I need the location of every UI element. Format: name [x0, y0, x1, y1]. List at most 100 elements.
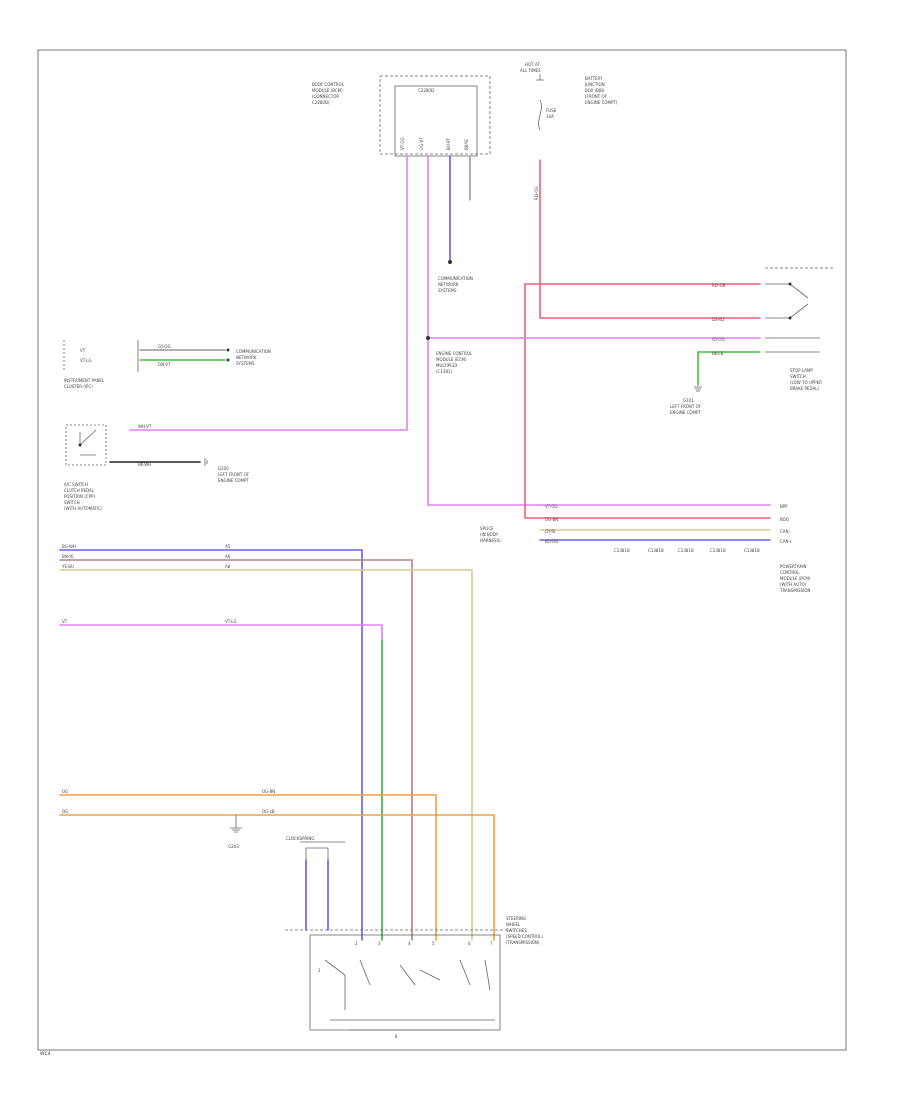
steering-label-1: STEERING [506, 916, 526, 921]
bus-label-1: VT-OG [545, 504, 558, 509]
steer-pin-4: 4 [408, 941, 411, 946]
top-module: BODY CONTROL MODULE (BCM) (CONNECTOR C22… [312, 75, 491, 157]
pcm-label-3: MODULE (PCM) [780, 576, 811, 581]
ac-switch: WH-VT BK-WH G200 LEFT FRONT OF ENGINE CO… [64, 424, 250, 511]
right-ground: G101 LEFT FRONT OF ENGINE COMPT [670, 386, 702, 415]
stop-lamp-label-4: BRAKE PEDAL) [790, 386, 819, 391]
fuse-wire-label: RD-OG [534, 186, 539, 200]
right-ground-label-3: ENGINE COMPT [670, 410, 701, 415]
cluster-module-3: SYSTEMS [236, 361, 255, 366]
wire-tan-left [59, 569, 473, 941]
fuse-label-2: 10A [546, 114, 554, 119]
left-wire-3: YE-BU [61, 564, 74, 569]
steer-pin-6: 6 [468, 941, 471, 946]
right-wire-4: GY-OG [712, 337, 725, 342]
lower-wire-1b: OG-BN [262, 789, 275, 794]
splice-mid-2: (IN BODY [480, 532, 499, 537]
bcm-pin-3: BU-VT [446, 137, 451, 150]
cluster-pin-1: VT [80, 348, 86, 353]
bjb-label-4: (FRONT OF [585, 94, 608, 99]
switch-label-2: CLUTCH PEDAL [64, 488, 95, 493]
wire-brown-left [59, 559, 413, 941]
bus-label-3: GY-YE [545, 529, 556, 534]
clockspring-label: CLOCKSPRING [286, 836, 314, 841]
bjb-label-1: BATTERY [585, 76, 603, 81]
steering-label-5: (TRANSMISSION) [506, 940, 540, 945]
wire-red-fuse [539, 159, 761, 319]
lower-wire-2b: OG-LB [262, 809, 275, 814]
left-mid-1: VT [62, 619, 68, 624]
cluster-pin-2: VT-LG [80, 358, 92, 363]
bus-pin-5: C1381B [744, 548, 760, 553]
wire-blue-left [59, 549, 363, 941]
steer-pin-5: 5 [432, 941, 435, 946]
bjb-label-5: ENGINE COMPT) [585, 100, 618, 105]
fuse-symbol [538, 99, 542, 131]
cluster-wire-1: GY-OG [158, 344, 171, 349]
steer-pin-3: 3 [378, 941, 381, 946]
top-module-label-3: (CONNECTOR [312, 94, 339, 99]
splice-dot-mid [426, 336, 430, 340]
bus-right-2: BOO [780, 517, 789, 522]
wire-violet-bcm-1 [129, 155, 408, 431]
ecm-label-2: MODULE (ECM) [436, 357, 467, 362]
bcm-pin-2: OG-VT [419, 137, 424, 150]
wire-violet-bcm-2 [427, 155, 541, 506]
pcm-label-4: (WITH AUTO) [780, 582, 807, 587]
clockspring: CLOCKSPRING [286, 836, 345, 931]
bus-pin-2: C1381B [648, 548, 664, 553]
cluster-wire-2: GN-VT [158, 362, 171, 367]
switch-wire-2: BK-WH [138, 462, 151, 467]
steer-pin-1: 1 [318, 968, 321, 973]
wire-orange-2 [59, 814, 495, 941]
ground-note-1: G200 [218, 466, 229, 471]
bjb-label-2: JUNCTION [584, 82, 605, 87]
splice-dot-top [448, 260, 452, 264]
bus-wire-2 [524, 504, 771, 519]
left-wire-1: BU-WH [62, 544, 76, 549]
hot-label-1: HOT AT [525, 62, 540, 67]
bus-right-3: CAN- [780, 529, 791, 534]
left-wire-2: BN-YE [62, 554, 74, 559]
splice-mid-1: SPLICE [480, 526, 494, 531]
bus-label-2: OG-BN [545, 517, 558, 522]
wire-red-top [524, 283, 761, 506]
lower-wires: OG OG-BN OG OG-LB G203 [59, 789, 495, 941]
fuse-label-1: FUSE [546, 108, 557, 113]
lower-wire-1a: OG [62, 789, 68, 794]
ecm-label-1: ENGINE CONTROL [436, 351, 473, 356]
bcm-pin-4: BK-YE [464, 139, 469, 150]
top-module-connector: C2280D [418, 88, 434, 93]
bus-label-4: BU-OG [545, 539, 558, 544]
bus-pin-4: C1381B [710, 548, 726, 553]
right-wire-3: BK-LB [712, 351, 724, 356]
right-ground-label-1: G101 [683, 398, 694, 403]
pcm-label-5: TRANSMISSION [779, 588, 810, 593]
splice-top-label-1: COMMUNICATION [438, 276, 473, 281]
ecm-label-4: (C1381) [436, 369, 453, 374]
stop-lamp-label-1: STOP LAMP [790, 368, 813, 373]
diagram-code-label: WC4 [40, 1051, 51, 1057]
pcm-bus: VT-OG OG-BN GY-YE BU-OG BPP BOO CAN- CAN… [480, 504, 811, 593]
left-mid-2: VT-LG [225, 619, 237, 624]
right-ground-label-2: LEFT FRONT OF [670, 404, 702, 409]
ground-symbol-bottom [230, 815, 242, 833]
top-module-label-4: C2280D) [312, 100, 330, 105]
switch-wire-1: WH-VT [138, 424, 152, 429]
splice-mid-3: HARNESS) [480, 538, 501, 543]
wire-violet-left [59, 624, 383, 941]
steering-label-3: SWITCHES [506, 928, 527, 933]
ground-bottom-label: G203 [228, 844, 239, 849]
stop-lamp-switch: RD-GN LB-RD GY-OG BK-LB STOP LAMP SWITCH… [712, 267, 835, 391]
battery-junction-box: HOT AT ALL TIMES BATTERY JUNCTION BOX (B… [520, 62, 618, 200]
ground-note-2: LEFT FRONT OF [218, 472, 250, 477]
steering-switch: 1 2 3 4 5 6 7 8 STEERING WHEEL SWITCHES … [285, 916, 543, 1039]
cluster-label-1: INSTRUMENT PANEL [64, 378, 105, 383]
top-module-label-1: BODY CONTROL [312, 82, 345, 87]
bcm-pin-1: VT-OG [400, 137, 405, 150]
switch-label-1: A/C SWITCH [64, 482, 88, 487]
instrument-cluster: VT VT-LG INSTRUMENT PANEL CLUSTER (IPC) … [63, 340, 271, 389]
right-wire-1: RD-GN [712, 283, 726, 288]
steer-pin-7: 7 [490, 941, 493, 946]
splice-top-label-2: NETWORK [438, 282, 459, 287]
